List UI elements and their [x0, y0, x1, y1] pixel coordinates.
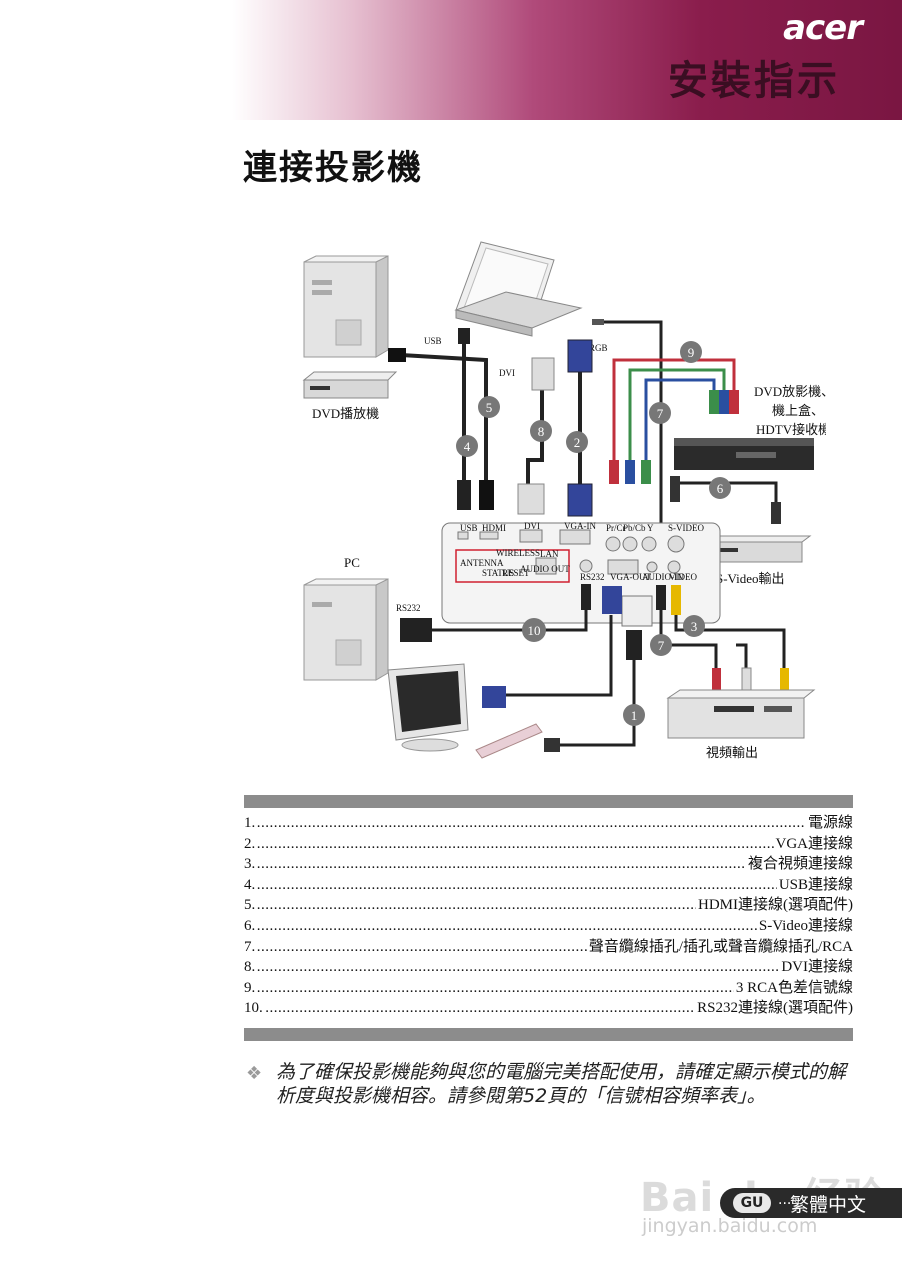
footer-code: GU — [733, 1193, 771, 1213]
connection-diagram: DVD播放機 USB RGB DVI DVD放影機、 機上盒、 HDTV接收機 — [296, 240, 834, 770]
dvd-multi-label-3: HDTV接收機 — [756, 422, 826, 437]
rs232-label: RS232 — [396, 603, 421, 613]
port-antenna: ANTENNA — [460, 558, 504, 568]
callout-6: 6 — [717, 481, 724, 496]
port-reset: RESET — [502, 568, 530, 578]
set-top-box-icon — [674, 438, 814, 470]
port-hdmi: HDMI — [482, 523, 506, 533]
port-vga-in: VGA-IN — [564, 521, 596, 531]
port-status: STATUS — [482, 568, 514, 578]
legend-bottom-bar — [244, 1028, 853, 1041]
port-lan: LAN — [540, 549, 559, 559]
rgb-label: RGB — [589, 343, 608, 353]
legend-row: 9.......................................… — [244, 977, 853, 999]
port-vga-out: VGA-OUT — [610, 572, 651, 582]
monitor-icon — [387, 663, 469, 752]
legend-row: 4.......................................… — [244, 874, 853, 896]
callout-2: 2 — [574, 435, 581, 450]
callout-3: 3 — [691, 619, 698, 634]
legend-row: 6.......................................… — [244, 915, 853, 937]
dvd-multi-label-1: DVD放影機、 — [754, 384, 826, 399]
callout-4: 4 — [464, 439, 471, 454]
port-pbcb: Pb/Cb — [623, 523, 646, 533]
svideo-player-icon — [708, 535, 812, 563]
svideo-output-label: S-Video輸出 — [716, 571, 785, 586]
legend-row: 8.......................................… — [244, 957, 853, 978]
legend-row: 1.......................................… — [244, 813, 853, 834]
note-text: 為了確保投影機能夠與您的電腦完美搭配使用，請確定顯示模式的解析度與投影機相容。請… — [276, 1061, 847, 1107]
port-svideo: S-VIDEO — [668, 523, 704, 533]
projector-panel — [441, 522, 721, 627]
port-wireless: WIRELESS — [496, 548, 540, 558]
callout-7b: 7 — [658, 638, 665, 653]
callout-8: 8 — [538, 424, 545, 439]
usb-label: USB — [424, 336, 442, 346]
port-y: Y — [647, 523, 654, 533]
port-prcr: Pr/Cr — [606, 523, 626, 533]
pc-label: PC — [344, 555, 360, 570]
callout-5: 5 — [486, 400, 493, 415]
pc-tower-icon-2 — [303, 578, 389, 681]
port-audio-in: AUDIO-IN — [642, 572, 684, 582]
watermark-url: jingyan.baidu.com — [642, 1215, 818, 1237]
dvi-label: DVI — [499, 368, 515, 378]
banner-title: 安裝指示 — [668, 58, 840, 104]
page-title: 連接投影機 — [243, 148, 423, 188]
legend-row: 10......................................… — [244, 998, 853, 1019]
pc-tower-icon — [303, 255, 389, 358]
footer-language: 繁體中文 — [790, 1194, 867, 1216]
callout-7: 7 — [657, 406, 664, 421]
power-strip-icon — [475, 723, 543, 759]
port-audio-out: AUDIO OUT — [520, 564, 570, 574]
legend-row: 5.......................................… — [244, 895, 853, 916]
port-usb: USB — [460, 523, 478, 533]
port-rs232: RS232 — [580, 572, 605, 582]
footer-dots: ... — [778, 1192, 792, 1208]
port-video: VIDEO — [669, 572, 697, 582]
video-output-label: 視頻輸出 — [706, 745, 758, 760]
dvd-player-icon — [302, 371, 398, 399]
callout-10: 10 — [528, 623, 541, 638]
callout-9: 9 — [688, 345, 695, 360]
legend-row: 7.......................................… — [244, 936, 853, 958]
dvd-multi-label-2: 機上盒、 — [772, 403, 824, 418]
legend-top-bar — [244, 795, 853, 808]
legend-row: 2.......................................… — [244, 833, 853, 855]
diamond-bullet-icon: ❖ — [246, 1063, 263, 1084]
callout-1: 1 — [631, 708, 638, 723]
acer-logo: acer — [783, 8, 863, 48]
vcr-icon — [666, 689, 816, 739]
port-dvi: DVI — [524, 521, 540, 531]
dvd-player-label: DVD播放機 — [312, 406, 379, 421]
laptop-icon — [454, 241, 583, 337]
header-banner: acer 安裝指示 — [232, 0, 902, 120]
cable-legend: 1.......................................… — [244, 813, 853, 1019]
legend-row: 3.......................................… — [244, 854, 853, 875]
